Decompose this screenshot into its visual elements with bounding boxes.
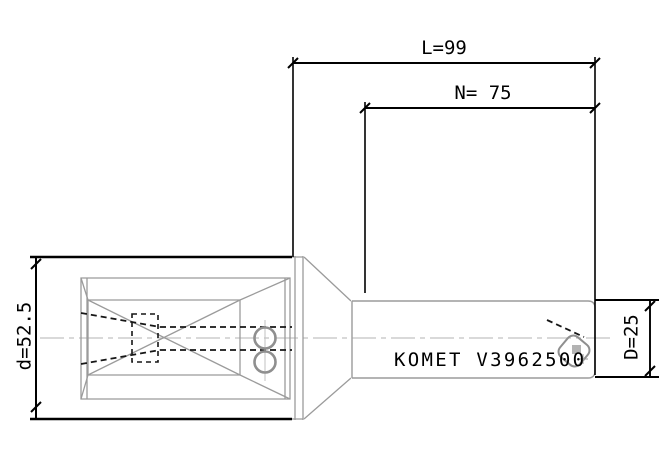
dim-D-ticks <box>644 300 656 377</box>
clamp-screw-circles <box>253 320 277 381</box>
insert-cross-mark <box>578 354 588 364</box>
clamp-screw-lower <box>253 350 277 374</box>
taper-cone-lines <box>303 256 352 420</box>
shaft-outline <box>351 300 596 379</box>
dimension-cutting-diameter: D=25 <box>595 299 659 378</box>
dimension-flute-length: N= 75 <box>359 82 601 293</box>
dimension-body-diameter: d=52.5 <box>14 258 42 413</box>
hidden-coolant-lines <box>80 312 585 365</box>
dim-L-label: L=99 <box>421 37 467 59</box>
taper-outline <box>292 256 352 420</box>
dim-N-ticks <box>359 102 601 114</box>
pocket-cross-diagonals <box>87 299 241 376</box>
body-pocket-detail <box>80 277 291 400</box>
coolant-channel-lines <box>80 312 292 365</box>
tool-body-outline <box>30 255 292 421</box>
clamp-screw-upper <box>253 326 277 350</box>
dim-d-ticks <box>30 258 42 413</box>
insert-screw <box>572 345 581 354</box>
pocket-corner-connectors <box>80 277 291 400</box>
shaft-body <box>351 300 596 379</box>
dim-L-ticks <box>287 57 601 69</box>
flange-verticals <box>294 256 304 420</box>
dim-d-label: d=52.5 <box>14 302 36 371</box>
flange-horizontals <box>292 256 303 420</box>
tip-insert <box>557 334 591 368</box>
dim-N-label: N= 75 <box>454 82 511 104</box>
dimension-overall-length: L=99 <box>287 37 601 375</box>
hidden-step-rect <box>131 313 159 363</box>
brand-label: KOMET V3962500 <box>394 349 586 371</box>
dim-D-label: D=25 <box>621 314 643 360</box>
tip-coolant-outlet-line <box>546 319 585 338</box>
